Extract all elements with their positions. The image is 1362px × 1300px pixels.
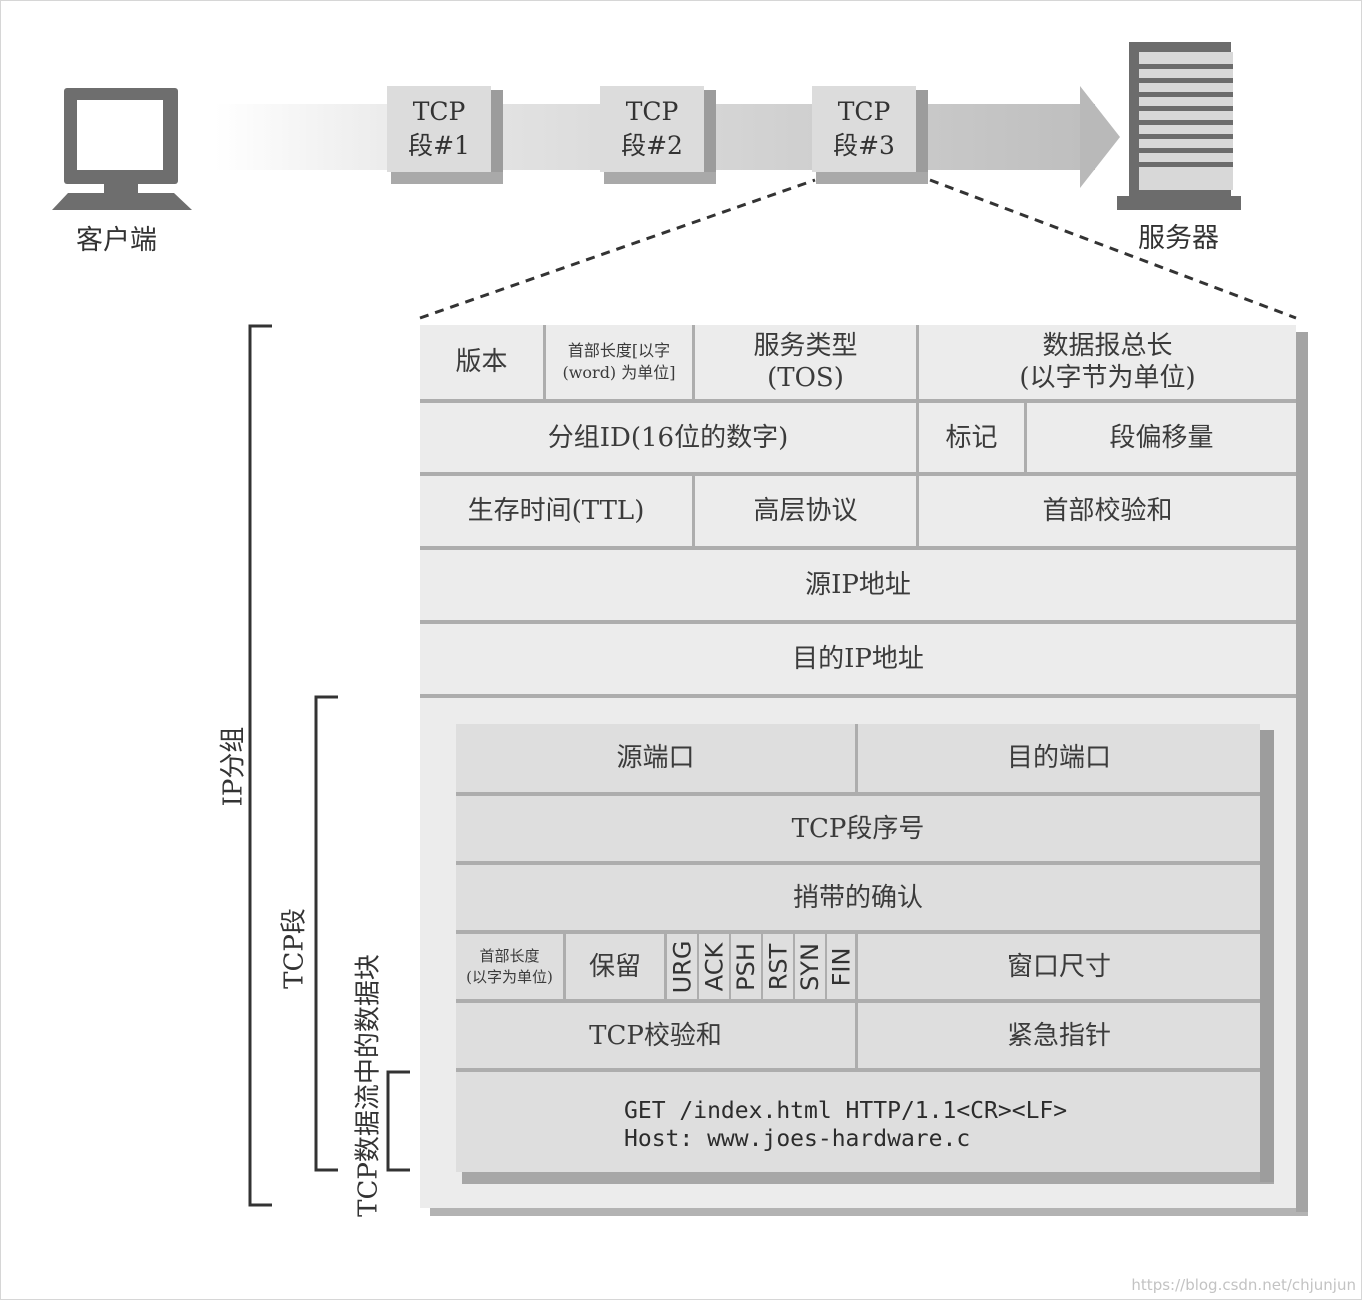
tcp-stream-label: TCP数据流中的数据块: [353, 954, 384, 1217]
tcp-flag-syn: SYN: [795, 934, 825, 999]
tcp-urgent-pointer-field: 紧急指针: [1006, 1020, 1111, 1051]
ip-row-divider: [420, 546, 1296, 550]
ip-col-divider: [692, 474, 695, 548]
tcp-segment-3: TCP 段#3: [812, 86, 928, 184]
tcp-col-divider: [793, 932, 795, 1001]
ip-flags-field: 标记: [945, 422, 998, 453]
tcp-flag-ack-label: ACK: [700, 942, 728, 991]
tcp-row-divider: [456, 999, 1260, 1003]
tcp-segment-bracket: [314, 695, 338, 1172]
ip-version-field: 版本: [455, 347, 508, 377]
tcp-flag-psh-label: PSH: [732, 942, 761, 991]
ip-fragment-offset-field: 段偏移量: [1109, 422, 1214, 453]
ip-row-divider: [420, 399, 1296, 403]
ip-row-divider: [420, 694, 1296, 698]
tcp-col-divider: [825, 932, 827, 1001]
segment-2-line2: 段#2: [621, 131, 683, 160]
tcp-col-divider: [697, 932, 699, 1001]
watermark: https://blog.csdn.net/chjunjun: [1131, 1276, 1356, 1294]
ip-checksum-field: 首部校验和: [1042, 496, 1173, 526]
ip-col-divider: [1024, 401, 1027, 474]
tcp-col-divider: [855, 724, 858, 794]
ip-destination-address-field: 目的IP地址: [792, 644, 924, 674]
ip-row-divider: [420, 620, 1296, 624]
tcp-row-divider: [456, 930, 1260, 934]
tcp-acknowledgment-field: 捎带的确认: [792, 882, 923, 913]
segment-3-line2: 段#3: [833, 131, 895, 160]
ip-ttl-field: 生存时间(TTL): [467, 496, 645, 526]
ip-header-length-field: 首部长度[以字 (word) 为单位]: [546, 325, 692, 399]
tcp-col-divider: [729, 932, 731, 1001]
tcp-payload-line1: GET /index.html HTTP/1.1<CR><LF>: [624, 1098, 1068, 1124]
tcp-reserved-field: 保留: [588, 951, 641, 982]
ip-total-line1: 数据报总长: [1042, 331, 1173, 361]
tcp-col-divider: [664, 932, 667, 1001]
tcp-flag-syn-label: SYN: [796, 942, 825, 991]
tcp-payload: GET /index.html HTTP/1.1<CR><LF> Host: w…: [624, 1097, 1067, 1153]
tcp-hlen-line2: (以字为单位): [466, 967, 553, 986]
tcp-hlen-line1: 首部长度: [479, 946, 540, 965]
ip-col-divider: [916, 325, 919, 401]
ip-col-divider: [692, 325, 695, 401]
tcp-segment-1: TCP 段#1: [387, 86, 503, 184]
tcp-sequence-number-field: TCP段序号: [791, 813, 925, 844]
client-label: 客户端: [76, 225, 157, 256]
tcp-col-divider: [855, 1001, 858, 1070]
tcp-row-divider: [456, 861, 1260, 865]
ip-protocol-field: 高层协议: [753, 496, 858, 526]
tcp-flag-psh: PSH: [731, 934, 761, 999]
tcp-flag-rst-label: RST: [764, 943, 793, 990]
tcp-flag-ack: ACK: [699, 934, 729, 999]
ip-id-field: 分组ID(16位的数字): [547, 422, 789, 453]
brackets: [248, 324, 410, 1207]
ip-packet-bracket: [248, 324, 272, 1207]
tcp-flag-rst: RST: [763, 934, 793, 999]
ip-tos-line2: (TOS): [767, 363, 844, 393]
tcp-flag-urg: URG: [667, 934, 697, 999]
tcp-segment-2: TCP 段#2: [600, 86, 716, 184]
flow-arrow-head: [1080, 86, 1120, 188]
tcp-window-size-field: 窗口尺寸: [1006, 951, 1111, 982]
ip-total-line2: (以字节为单位): [1019, 363, 1196, 393]
tcp-col-divider: [855, 932, 858, 1001]
tcp-panel-side-shadow: [1260, 730, 1274, 1182]
ip-panel-side-shadow: [1296, 332, 1308, 1212]
tcp-header-length-field: 首部长度 (以字为单位): [456, 934, 563, 999]
tcp-source-port-field: 源端口: [616, 743, 695, 773]
tcp-flag-fin-label: FIN: [827, 947, 855, 986]
tcp-flag-urg-label: URG: [668, 940, 696, 993]
tcp-checksum-field: TCP校验和: [589, 1020, 722, 1051]
server-icon: [1117, 42, 1241, 210]
ip-col-divider: [916, 474, 919, 548]
tcp-segment-panel: [456, 724, 1260, 1172]
server-label: 服务器: [1138, 223, 1219, 254]
segment-2-line1: TCP: [625, 97, 679, 126]
client-computer-icon: [52, 88, 192, 210]
ip-source-address-field: 源IP地址: [805, 570, 911, 600]
segment-1-line2: 段#1: [408, 131, 470, 160]
segment-1-line1: TCP: [412, 97, 466, 126]
ip-tos-line1: 服务类型: [753, 331, 858, 361]
ip-col-divider: [916, 401, 919, 474]
tcp-col-divider: [563, 932, 566, 1001]
ip-hlen-line2: (word) 为单位]: [562, 363, 676, 382]
tcp-destination-port-field: 目的端口: [1006, 743, 1111, 773]
tcp-row-divider: [456, 792, 1260, 796]
ip-packet-label: IP分组: [218, 726, 249, 807]
ip-row-divider: [420, 472, 1296, 476]
tcp-stream-bracket: [386, 1070, 410, 1172]
ip-hlen-line1: 首部长度[以字: [567, 341, 671, 360]
ip-tos-field: 服务类型 (TOS): [695, 325, 916, 399]
tcp-payload-line2: Host: www.joes-hardware.c: [624, 1126, 971, 1152]
tcp-segment-label: TCP段: [279, 908, 310, 989]
tcp-col-divider: [761, 932, 763, 1001]
segment-3-line1: TCP: [837, 97, 891, 126]
ip-col-divider: [543, 325, 546, 401]
tcp-flag-fin: FIN: [827, 934, 855, 999]
tcp-row-divider: [456, 1068, 1260, 1072]
tcp-panel-bottom-shadow: [462, 1170, 1274, 1184]
zoom-dashed-lines: [419, 178, 1297, 320]
ip-total-length-field: 数据报总长 (以字节为单位): [919, 325, 1296, 399]
